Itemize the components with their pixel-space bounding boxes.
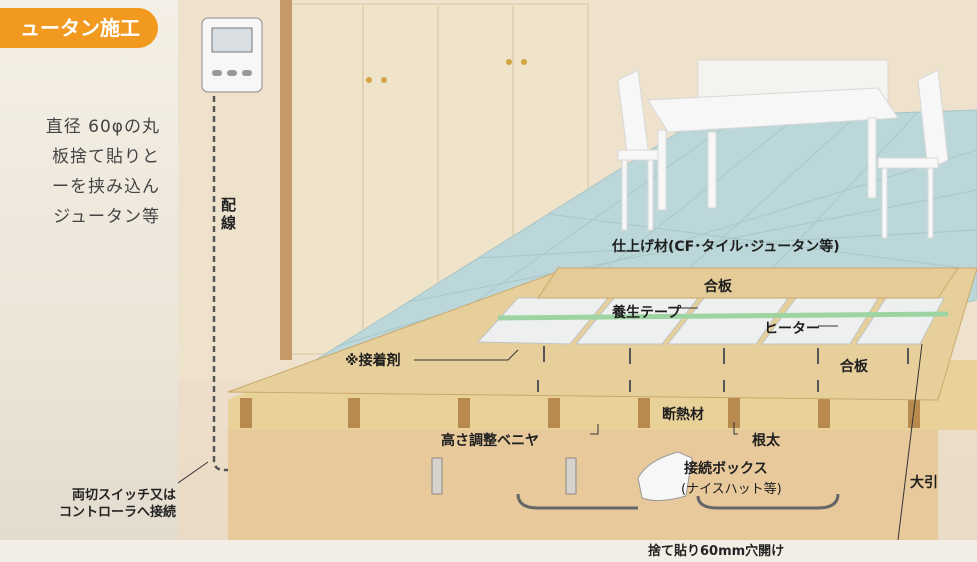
switch-note-line: 両切スイッチ又は — [71, 488, 176, 503]
finish-material-label: 仕上げ材(CF･タイル･ジュータン等) — [612, 239, 840, 255]
curing-tape — [497, 311, 949, 321]
description-line: 直径 60φの丸 — [45, 117, 160, 137]
top-plywood — [537, 267, 959, 299]
wiring-label: 配 線 — [221, 196, 239, 232]
insulation-label: 断熱材 — [662, 407, 704, 423]
bottom-strip — [0, 540, 977, 562]
joists — [240, 398, 920, 428]
height-veneer-label: 高さ調整ベニヤ — [441, 433, 539, 449]
junction-box — [637, 451, 693, 502]
joist-label: 根太 — [752, 433, 780, 449]
description-line: 板捨て貼りと — [52, 147, 160, 167]
top-plywood-label: 合板 — [704, 279, 732, 295]
floor-heating-illustration — [178, 0, 977, 540]
thermostat-icon — [201, 17, 263, 93]
veneer-brackets — [431, 457, 577, 495]
switch-note-line: コントローラへ接続 — [58, 505, 176, 520]
hole-note: 捨て貼り60mm穴開け — [648, 544, 785, 559]
switch-connection-note: 両切スイッチ又は コントローラへ接続 — [0, 487, 176, 521]
junction-box-label: 接続ボックス — [684, 461, 768, 477]
girder-block — [228, 430, 938, 540]
junction-box-note: (ナイスハット等) — [681, 482, 782, 497]
wiring-line — [212, 96, 388, 472]
description-line: ーを挟み込ん — [52, 177, 160, 197]
wiring-label-char: 線 — [221, 214, 237, 232]
dining-set — [617, 59, 949, 239]
leader-lines — [178, 307, 923, 540]
mid-plywood-label: 合板 — [840, 359, 868, 375]
heater-panels — [476, 297, 945, 345]
description-line: ジュータン等 — [53, 207, 160, 227]
adhesive-label: ※接着剤 — [345, 353, 401, 369]
girder-label: 大引 — [910, 475, 938, 491]
cables — [516, 493, 840, 510]
anchor-pins — [537, 346, 909, 392]
wall-post — [280, 0, 292, 360]
section-badge: ュータン施工 — [0, 8, 158, 48]
wiring-label-char: 配 — [221, 196, 237, 214]
curing-tape-label: 養生テープ — [612, 305, 682, 321]
heater-label: ヒーター — [764, 321, 820, 337]
description-text: 直径 60φの丸 板捨て貼りと ーを挟み込ん ジュータン等 — [0, 112, 160, 232]
